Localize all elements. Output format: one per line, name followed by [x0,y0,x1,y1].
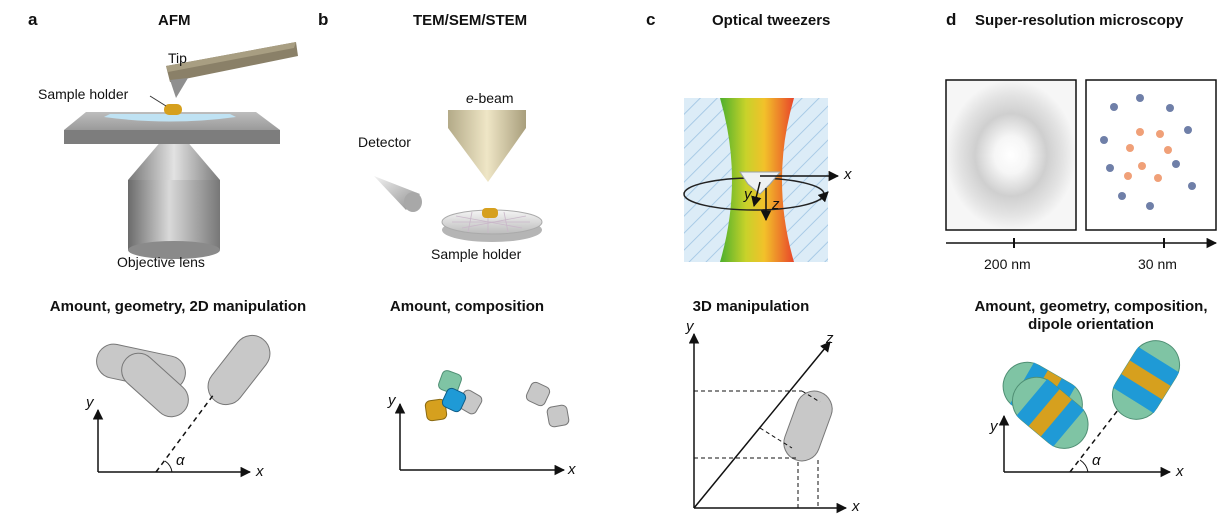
tweezers-3d [688,332,848,514]
particle-gray [525,381,551,407]
afm-particles [92,334,271,478]
panel-c-title: Optical tweezers [712,12,831,29]
axis-label-x: x [1176,463,1184,480]
particle-rod [207,334,271,406]
axis-label-x: x [568,461,576,478]
panel-a-subtitle: Amount, geometry, 2D manipulation [49,298,307,315]
beam-y-label: y [744,186,752,203]
stage-front [64,130,280,144]
angle-label: α [176,452,185,469]
em-particles [394,370,570,476]
particle-gray [546,404,570,428]
superres-particles [998,340,1181,478]
panel-b-subtitle: Amount, composition [389,298,545,315]
grid-mesh [452,211,530,233]
particle-blue [441,387,467,413]
z-axis [693,341,831,509]
particle-rod [121,352,189,418]
panel-c-subtitle: 3D manipulation [692,298,810,315]
panel-b-letter: b [318,10,329,29]
objective-lens-body [128,180,220,250]
axis-label-z: z [826,330,834,347]
superres [945,79,1218,249]
objective-lens-cone [128,126,220,180]
angle-label: α [1092,452,1101,469]
label-ebeam: e-beam [466,90,514,106]
composite-rod [1111,340,1181,420]
label-tip: Tip [168,50,187,66]
beam-y-axis [751,181,762,208]
scale-label-30nm: 30 nm [1138,256,1177,272]
angle-arc [1079,459,1089,473]
afm-setup [64,42,298,259]
axis-label-x: x [256,463,264,480]
panel-a-title: AFM [158,12,191,29]
label-sample-holder: Sample holder [38,86,129,102]
beam-z-label: z [772,196,780,213]
em-setup [374,110,543,242]
orientation-dashed-line [155,393,215,473]
axis-label-y: y [686,318,694,335]
panel-d-subtitle-line1: Amount, geometry, composition, [974,298,1208,315]
tweezers-setup [683,98,840,262]
panel-d-letter: d [946,10,957,29]
particle-gold [424,398,448,422]
projection-lines [694,390,821,508]
panel-b-title: TEM/SEM/STEM [413,12,528,29]
panel-a-letter: a [28,10,38,29]
ebeam-cone [448,128,526,182]
axis-label-x: x [852,498,860,515]
label-objective-lens: Objective lens [117,254,205,270]
afm-sample-particle [164,104,182,115]
ebeam-column [448,110,526,128]
label-detector: Detector [358,134,411,150]
panel-d-subtitle-line2: dipole orientation [1028,316,1154,333]
beam-x-label: x [844,166,852,183]
label-sample-holder: Sample holder [431,246,522,262]
orientation-dashed-line [1069,409,1119,473]
em-sample-particle [482,208,498,218]
localization-dots [1100,94,1196,210]
axis-label-y: y [86,394,94,411]
particle-rod [783,390,833,462]
liquid [104,114,236,122]
axis-label-y: y [388,392,396,409]
diffraction-limited-image [945,79,1077,231]
angle-arc [164,460,173,473]
panel-d-title: Super-resolution microscopy [975,12,1184,29]
objective-lens-base [128,241,220,259]
tip-icon [170,78,188,98]
axis-label-y: y [990,418,998,435]
composite-rod [1011,376,1089,449]
scale-label-200nm: 200 nm [984,256,1031,272]
panel-c-letter: c [646,10,656,29]
